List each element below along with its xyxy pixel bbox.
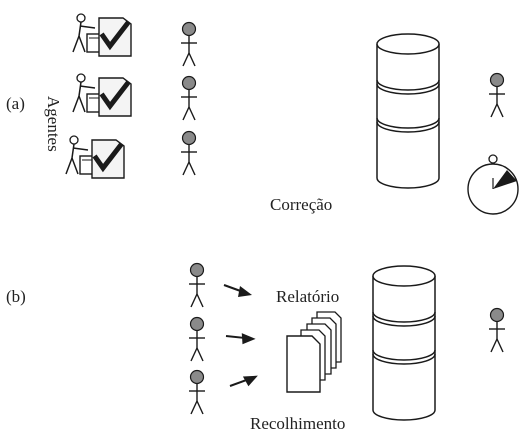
stick-figure-icon bbox=[188, 262, 206, 308]
agent-at-desk-icon bbox=[73, 14, 131, 56]
arrow-icon bbox=[229, 367, 261, 397]
database-cylinder-icon bbox=[372, 265, 436, 421]
panel-b-letter: (b) bbox=[6, 287, 26, 306]
document-stack-icon bbox=[286, 311, 342, 393]
database-cylinder-icon bbox=[376, 33, 440, 189]
panel-b-caption: Recolhimento bbox=[250, 414, 346, 433]
stick-figure-icon bbox=[188, 316, 206, 362]
arrow-icon bbox=[223, 284, 253, 298]
panel-a-caption: Correção bbox=[270, 195, 333, 214]
agent-at-desk-icon bbox=[73, 74, 131, 116]
stopwatch-icon bbox=[467, 154, 519, 215]
stick-figure-icon bbox=[488, 72, 506, 118]
arrow-icon bbox=[225, 328, 258, 349]
stick-figure-icon bbox=[488, 307, 506, 353]
stick-figure-icon bbox=[188, 369, 206, 415]
stick-figure-icon bbox=[180, 75, 198, 121]
stick-figure-icon bbox=[180, 130, 198, 176]
agent-at-desk-icon bbox=[66, 136, 124, 178]
panel-a-letter: (a) bbox=[6, 94, 25, 113]
report-label: Relatório bbox=[276, 287, 340, 306]
stick-figure-icon bbox=[180, 21, 198, 67]
